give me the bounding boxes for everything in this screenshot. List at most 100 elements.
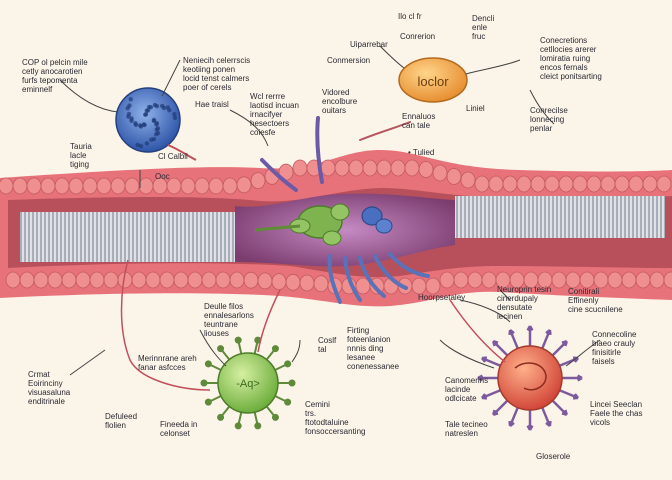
- spike-tip: [271, 413, 279, 421]
- wall-cell: [33, 271, 49, 289]
- surface-dot: [154, 103, 160, 109]
- spike-tip: [254, 422, 262, 430]
- wall-cell: [453, 271, 469, 289]
- wall-cell: [348, 159, 364, 177]
- wall-cell: [600, 175, 616, 193]
- label-cemini: Cemini trs. ftotodtaluine fonsoccersanti…: [305, 400, 366, 436]
- wall-cell: [54, 177, 70, 195]
- label-ooc: Ooc: [155, 172, 170, 181]
- wall-cell: [390, 159, 406, 177]
- wall-cell: [47, 271, 63, 289]
- wall-cell: [558, 175, 574, 193]
- label-tauria: Tauria lacle tiging: [70, 142, 92, 169]
- wall-cell: [229, 271, 245, 289]
- wall-cell: [446, 168, 462, 185]
- wall-cell: [334, 159, 350, 177]
- wall-cell: [26, 177, 42, 195]
- wall-cell: [61, 271, 77, 289]
- inflamed-core: [235, 193, 455, 267]
- wall-cell: [621, 271, 637, 289]
- spike-tip: [234, 336, 242, 344]
- cell-spike: [551, 399, 568, 416]
- label-tale-tecineo: Tale tecineo natreslen: [445, 420, 488, 438]
- spike-tip: [492, 340, 499, 347]
- spike-tip: [477, 374, 483, 382]
- cell-spike: [551, 340, 568, 357]
- cell-spike: [559, 389, 579, 400]
- green-cell: -Aq>: [200, 336, 296, 430]
- spike-tip: [200, 379, 208, 387]
- spike-tip: [561, 340, 568, 347]
- cell-spike: [541, 329, 552, 349]
- wall-cell: [215, 271, 231, 289]
- spike-tip: [284, 398, 292, 406]
- surface-dot: [128, 97, 133, 102]
- wall-cell: [418, 161, 434, 178]
- wall-cell: [19, 271, 35, 289]
- spike-tip: [480, 393, 488, 400]
- cell-spike: [492, 340, 509, 357]
- wall-cell: [425, 277, 441, 295]
- wall-cell: [362, 159, 378, 177]
- label-top-left: COP ol pelcin mile cetly anocarotien fur…: [22, 58, 88, 94]
- connector-lines: [59, 45, 601, 376]
- surface-dot: [135, 142, 140, 148]
- label-blue-list: Wcl rerrre laotisd incuan irnacifyer hes…: [250, 92, 299, 137]
- wall-cell: [124, 177, 140, 195]
- wall-cell: [201, 271, 217, 289]
- wall-cell: [460, 171, 476, 189]
- label-lower-left: Crmat Eoirinciny visuasaluna enditrinale: [28, 370, 71, 406]
- label-conitirali: Conitirali Effinenly cine scucnilene: [568, 287, 623, 314]
- green-cell-text: -Aq>: [236, 378, 260, 390]
- wall-cell: [103, 271, 119, 289]
- wall-cell: [565, 271, 581, 289]
- orange-cell-text: loclor: [417, 74, 449, 89]
- wall-cell: [194, 177, 210, 195]
- cell-spike: [481, 389, 501, 400]
- cell-spike: [541, 407, 552, 427]
- surface-dot: [145, 108, 151, 113]
- blue-immune-cell: [115, 87, 197, 161]
- red-leads: [120, 259, 506, 391]
- label-conrerion: Conrerion: [400, 32, 436, 41]
- wall-cell: [544, 175, 560, 193]
- label-tulied: • Tulied: [408, 148, 435, 157]
- wall-cell: [432, 164, 448, 182]
- wall-cell: [40, 177, 56, 195]
- cell-spike: [481, 356, 501, 367]
- surface-dot: [126, 111, 132, 117]
- wall-cell: [243, 271, 259, 289]
- wall-cell: [586, 175, 602, 193]
- spike-tip: [217, 345, 225, 353]
- wall-cell: [299, 274, 315, 292]
- spike-tip: [577, 374, 583, 382]
- wall-cell: [187, 271, 203, 289]
- surface-dot: [141, 122, 147, 127]
- spike-tip: [271, 345, 279, 353]
- wall-cell: [572, 175, 588, 193]
- label-deulle-filos: Deulle filos ennalesarlons teuntrane lio…: [204, 302, 254, 338]
- label-right-top: Conecretions cetllocies arerer lomiratia…: [540, 36, 602, 81]
- surface-dot: [143, 112, 149, 117]
- surface-dot: [154, 122, 159, 127]
- label-right-mid: Connecoline biaeo crauly finisitirle fai…: [592, 330, 637, 366]
- wall-cell: [635, 271, 651, 289]
- red-cell: [477, 325, 583, 431]
- surface-dot: [154, 127, 159, 132]
- wall-cell: [642, 175, 658, 193]
- wall-cell: [593, 271, 609, 289]
- wall-cell: [89, 271, 105, 289]
- probe-lines: [260, 116, 411, 192]
- spike-tip: [284, 360, 292, 368]
- green-protein-complex: [254, 203, 350, 246]
- spike-tip: [561, 409, 568, 416]
- spike-tip: [492, 409, 499, 416]
- cell-spike: [508, 407, 519, 427]
- wall-cell: [257, 272, 273, 290]
- surface-dot: [161, 105, 167, 111]
- spike-tip: [545, 328, 552, 336]
- spike-tip: [508, 420, 515, 428]
- wall-cell: [12, 177, 28, 195]
- label-liniel: Liniel: [466, 104, 485, 113]
